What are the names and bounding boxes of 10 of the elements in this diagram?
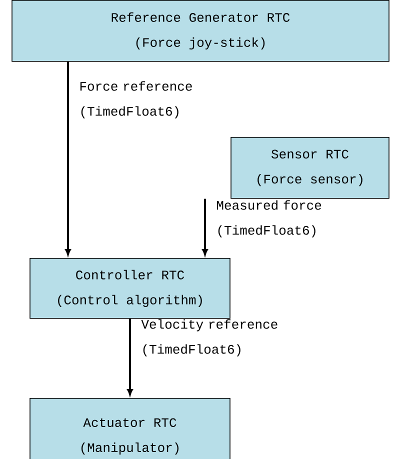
arrow	[65, 62, 71, 256]
component-box: Sensor RTC (Force sensor)	[230, 137, 390, 199]
edge-label: Velocity reference (TimedFloat6)	[141, 319, 278, 356]
component-box: Actuator RTC (Manipulator)	[30, 398, 230, 459]
arrow	[127, 318, 133, 396]
edge-label: Force reference (TimedFloat6)	[80, 81, 192, 118]
component-box: Reference Generator RTC (Force joy-stick)	[12, 0, 390, 62]
edge-label: Measured force (TimedFloat6)	[217, 200, 322, 238]
component-box: Controller RTC (Control algorithm)	[30, 258, 230, 319]
arrow	[202, 198, 208, 256]
